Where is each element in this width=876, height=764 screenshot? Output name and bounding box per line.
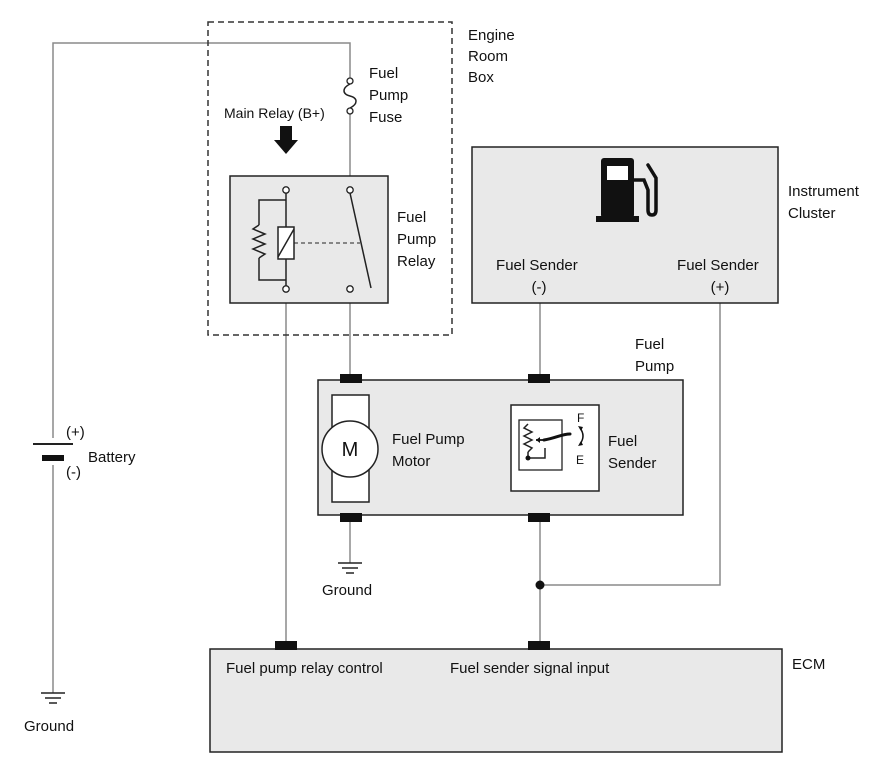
fuel-pump-icon [596,158,658,222]
ecm-sender-input-label: Fuel sender signal input [450,660,610,677]
sender-empty-mark: E [576,453,584,467]
fuel-pump-fuse-label: Fuel Pump Fuse [369,65,412,126]
ecm-relay-control-label: Fuel pump relay control [226,660,383,677]
fuel-sender-pos-label: Fuel Sender (+) [677,257,763,296]
sender-junction-dot [535,580,545,590]
fuel-sender-label: Fuel Sender [608,433,656,472]
fuel-pump-relay [229,175,389,304]
battery-icon [33,443,73,461]
ecm-relay-control-pin [275,641,297,650]
motor-bottom-pin [340,513,362,522]
wire-sender-pos [540,303,721,586]
sender-top-pin [528,374,550,383]
ground-icon [41,692,65,704]
fuel-sender-icon [518,419,584,471]
motor-symbol: M [342,439,359,461]
fuel-pump-relay-label: Fuel Pump Relay [397,209,440,270]
ground-pump-label: Ground [322,582,372,599]
fuel-pump-fuse [343,77,357,115]
fuel-pump-label: Fuel Pump [635,336,674,375]
engine-room-box-label: Engine Room Box [468,27,519,86]
ecm-sender-input-pin [528,641,550,650]
ground-battery-label: Ground [24,718,74,735]
fuel-pump-motor-label: Fuel Pump Motor [392,431,469,470]
fuel-pump-assembly [317,379,684,516]
wires [52,42,721,693]
battery-neg-label: (-) [66,464,81,481]
engine-room-box [207,21,453,336]
motor-icon [321,420,379,478]
ground-icon [338,562,362,574]
battery-pos-label: (+) [66,424,85,441]
fuel-sender-neg-label: Fuel Sender (-) [496,257,582,296]
sender-full-mark: F [577,411,584,425]
main-relay-arrow-icon [274,126,298,154]
main-relay-label: Main Relay (B+) [224,105,325,121]
ecm-label: ECM [792,656,825,673]
relay-internals [251,186,372,293]
battery-label: Battery [88,449,136,466]
motor-top-pin [340,374,362,383]
instrument-cluster-label: Instrument Cluster [788,183,863,222]
ecm-box [209,648,783,753]
wire-battery-to-fuse [52,42,351,438]
sender-bottom-pin [528,513,550,522]
